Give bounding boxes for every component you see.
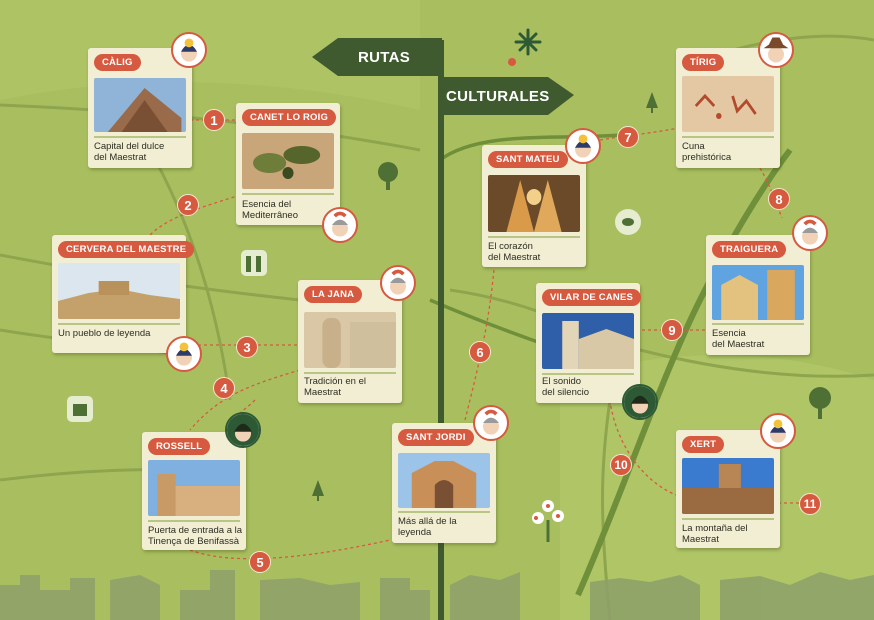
place-card-rossell[interactable]: ROSSELL Puerta de entrada a la Tinença d… [142, 432, 246, 550]
character-avatar-icon [760, 413, 796, 449]
place-name: TÍRIG [682, 54, 725, 71]
character-avatar-icon [792, 215, 828, 251]
place-photo [148, 460, 240, 516]
card-divider [542, 373, 634, 375]
card-divider [304, 372, 396, 374]
place-description: Un pueblo de leyenda [58, 328, 151, 339]
place-name: XERT [682, 436, 725, 453]
place-description: El corazón del Maestrat [488, 241, 541, 263]
card-divider [242, 193, 334, 195]
place-photo [712, 265, 804, 320]
place-description: El sonido del silencio [542, 376, 589, 398]
route-number-3[interactable]: 3 [236, 336, 258, 358]
place-name: SANT MATEU [488, 151, 568, 168]
place-card-xert[interactable]: XERT La montaña del Maestrat [676, 430, 780, 548]
route-number-11[interactable]: 11 [799, 493, 821, 515]
place-description: Esencia del Maestrat [712, 328, 765, 350]
character-avatar-icon [380, 265, 416, 301]
route-number-10[interactable]: 10 [610, 454, 632, 476]
place-name: VILAR DE CANES [542, 289, 642, 306]
route-number-2[interactable]: 2 [177, 194, 199, 216]
place-description: Capital del dulce del Maestrat [94, 141, 165, 163]
place-card-santmateu[interactable]: SANT MATEU El corazón del Maestrat [482, 145, 586, 267]
place-card-calig[interactable]: CÀLIG Capital del dulce del Maestrat [88, 48, 192, 168]
character-avatar-icon [758, 32, 794, 68]
card-divider [58, 323, 180, 325]
place-card-vilar[interactable]: VILAR DE CANES El sonido del silencio [536, 283, 642, 403]
place-card-lajana[interactable]: LA JANA Tradición en el Maestrat [298, 280, 402, 403]
card-divider [398, 511, 490, 513]
signpost-right-label: CULTURALES [446, 87, 550, 105]
character-avatar-icon [565, 128, 601, 164]
place-card-santjordi[interactable]: SANT JORDI Más allá de la leyenda [392, 423, 496, 543]
place-description: Tradición en el Maestrat [304, 376, 366, 398]
card-divider [682, 136, 774, 138]
signpost-left-label: RUTAS [358, 48, 411, 66]
place-card-tirig[interactable]: TÍRIG Cuna prehistórica [676, 48, 780, 168]
card-divider [488, 236, 580, 238]
place-card-canet[interactable]: CANET LO ROIG Esencia del Mediterrâneo [236, 103, 340, 225]
place-description: Puerta de entrada a la Tinença de Benifa… [148, 525, 243, 547]
place-photo [542, 313, 634, 369]
place-photo [682, 458, 774, 514]
character-avatar-icon [225, 412, 261, 448]
card-divider [712, 323, 804, 325]
place-description: La montaña del Maestrat [682, 523, 748, 545]
place-description: Cuna prehistórica [682, 141, 732, 163]
card-divider [148, 520, 240, 522]
place-photo [682, 76, 774, 132]
place-photo [58, 263, 180, 319]
route-number-4[interactable]: 4 [213, 377, 235, 399]
place-photo [398, 453, 490, 508]
place-name: CANET LO ROIG [242, 109, 337, 126]
route-number-6[interactable]: 6 [469, 341, 491, 363]
route-number-1[interactable]: 1 [203, 109, 225, 131]
place-name: ROSSELL [148, 438, 211, 455]
place-photo [242, 133, 334, 189]
place-name: SANT JORDI [398, 429, 474, 446]
character-avatar-icon [322, 207, 358, 243]
place-description: Esencia del Mediterrâneo [242, 199, 298, 221]
place-photo [94, 78, 186, 132]
place-photo [304, 312, 396, 368]
place-card-cervera[interactable]: CERVERA DEL MAESTRE Un pueblo de leyenda [52, 235, 195, 353]
card-divider [94, 136, 186, 138]
route-number-9[interactable]: 9 [661, 319, 683, 341]
character-avatar-icon [166, 336, 202, 372]
character-avatar-icon [171, 32, 207, 68]
place-photo [488, 175, 580, 232]
character-avatar-icon [622, 384, 658, 420]
place-card-traiguera[interactable]: TRAIGUERA Esencia del Maestrat [706, 235, 810, 355]
place-name: TRAIGUERA [712, 241, 787, 258]
place-name: CÀLIG [94, 54, 141, 71]
route-number-8[interactable]: 8 [768, 188, 790, 210]
place-name: CERVERA DEL MAESTRE [58, 241, 195, 258]
character-avatar-icon [473, 405, 509, 441]
route-number-5[interactable]: 5 [249, 551, 271, 573]
route-number-7[interactable]: 7 [617, 126, 639, 148]
place-name: LA JANA [304, 286, 363, 303]
card-divider [682, 518, 774, 520]
place-description: Más allá de la leyenda [398, 516, 457, 538]
